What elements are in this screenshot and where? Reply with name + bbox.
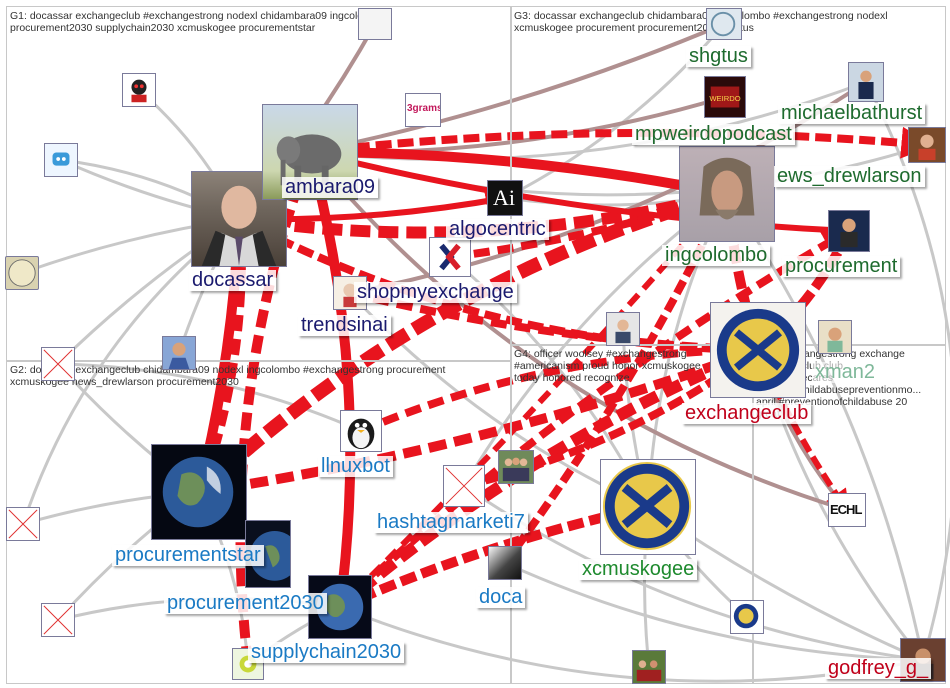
node-label-algocentric[interactable]: algocentric (446, 219, 549, 240)
avatar-algocentric[interactable]: Ai (487, 180, 523, 216)
graph-edge (299, 144, 356, 608)
group-label-g4: G4: officer woolsey #exchangestrong #ame… (514, 348, 701, 384)
graph-edge (864, 79, 950, 661)
node-label-procurementstar[interactable]: procurementstar (112, 545, 264, 566)
node-label-michaelbathurst[interactable]: michaelbathurst (778, 103, 926, 124)
node-label-docassar[interactable]: docassar (189, 270, 277, 291)
node-label-chidambara09[interactable]: ambara09 (282, 177, 379, 198)
avatar-llnuxbot[interactable] (340, 410, 382, 452)
group-label-g2: G2: docassar exchangeclub chidambara09 n… (10, 364, 446, 388)
avatar-robot[interactable] (122, 73, 156, 107)
graph-edge (463, 346, 764, 490)
node-label-hashtagmarketi7[interactable]: hashtagmarketi7 (374, 512, 528, 533)
node-label-ingcolombo[interactable]: ingcolombo (662, 245, 771, 266)
avatar-xman2[interactable] (818, 320, 852, 354)
avatar-mpweirdopodcast[interactable]: WEIRDO (704, 76, 746, 118)
avatar-missing-1[interactable] (41, 347, 75, 381)
avatar-procurementstar[interactable] (151, 444, 247, 540)
group-label-g1: G1: docassar exchangeclub #exchangestron… (10, 10, 384, 34)
graph-edge (349, 289, 765, 365)
avatar-shgtus[interactable] (706, 8, 742, 40)
avatar-3grams[interactable]: 3grams (405, 93, 441, 127)
avatar-michaelbathurst[interactable] (848, 62, 884, 102)
avatar-missing-4[interactable] (41, 603, 75, 637)
echl-logo-text: ECHL (830, 502, 862, 517)
grams-logo-text: 3grams (407, 103, 441, 114)
avatar-seal-small[interactable] (730, 600, 764, 634)
svg-text:WEIRDO: WEIRDO (709, 94, 740, 103)
graph-edge (309, 147, 735, 208)
node-label-procurement2030[interactable]: procurement2030 (164, 593, 327, 614)
node-label-exchangeclub[interactable]: exchangeclub (682, 403, 812, 424)
node-label-doca[interactable]: doca (476, 587, 526, 608)
node-label-supplychain2030[interactable]: supplychain2030 (248, 642, 405, 663)
node-label-llnuxbot[interactable]: llnuxbot (318, 456, 393, 477)
node-label-procurement[interactable]: procurement (782, 256, 901, 277)
algocentric-logo-text: Ai (493, 185, 515, 210)
avatar-ingcolombo[interactable] (679, 146, 775, 242)
avatar-news-drewlarson[interactable] (908, 127, 946, 163)
avatar-xcmuskogee[interactable] (600, 459, 696, 555)
graph-edge (55, 356, 362, 433)
avatar-doca[interactable] (488, 546, 522, 580)
graph-edge (359, 334, 765, 435)
node-label-godfrey-g[interactable]: godfrey_g_ (825, 658, 932, 679)
node-label-trendsinai[interactable]: trendsinai (298, 315, 391, 336)
avatar-missing-2[interactable] (443, 465, 485, 507)
node-label-xcmuskogee[interactable]: xcmuskogee (579, 559, 698, 580)
avatar-exchangeclub[interactable] (710, 302, 806, 398)
node-label-shopmyexchange[interactable]: shopmyexchange (354, 282, 517, 303)
avatar-procurement[interactable] (828, 210, 870, 252)
node-label-news-drewlarson[interactable]: ews_drewlarson (774, 166, 925, 187)
node-label-xman2[interactable]: xman2 (812, 362, 879, 383)
avatar-group-photo[interactable] (498, 450, 534, 484)
avatar-radio-badge[interactable] (5, 256, 39, 290)
avatar-officer[interactable] (606, 312, 640, 346)
avatar-crowd[interactable] (632, 650, 666, 684)
avatar-chatbot[interactable] (44, 143, 78, 177)
node-label-mpweirdopodcast[interactable]: mpweirdopodcast (632, 124, 795, 145)
graph-edge (238, 180, 737, 239)
avatar-procurementstar-small[interactable] (358, 8, 392, 40)
avatar-missing-3[interactable] (6, 507, 40, 541)
avatar-woman[interactable] (162, 336, 196, 370)
graph-edge (198, 342, 766, 497)
avatar-docassar[interactable] (191, 171, 287, 267)
graph-edge (309, 126, 934, 159)
graph-edge (309, 21, 727, 154)
avatar-shopmyexchange[interactable] (429, 237, 471, 277)
graph-edge (337, 227, 855, 610)
avatar-echl[interactable]: ECHL (828, 493, 866, 527)
graph-edge (504, 561, 926, 668)
node-label-shgtus[interactable]: shgtus (686, 46, 751, 67)
